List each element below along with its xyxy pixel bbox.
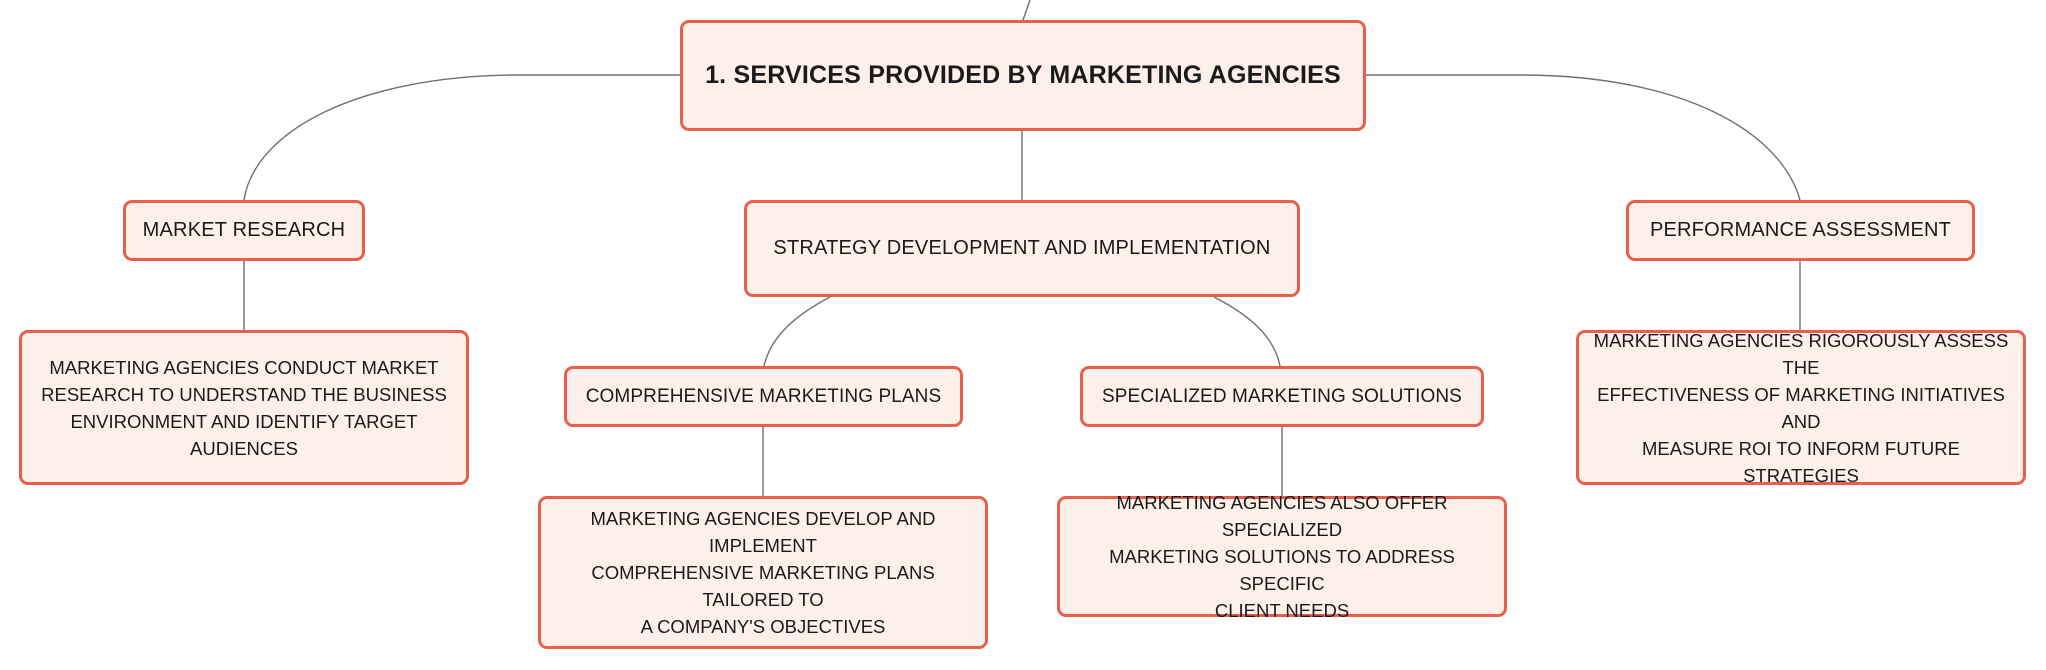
detail-line: ENVIRONMENT AND IDENTIFY TARGET AUDIENCE…: [70, 410, 418, 459]
specialized-solutions-label: SPECIALIZED MARKETING SOLUTIONS: [1102, 385, 1462, 407]
comprehensive-plans-detail-node[interactable]: MARKETING AGENCIES DEVELOP AND IMPLEMENT…: [538, 496, 988, 649]
connector-root-to-market-research: [243, 74, 680, 201]
comprehensive-plans-label: COMPREHENSIVE MARKETING PLANS: [585, 385, 942, 407]
connector-strategy-to-specialized: [1213, 296, 1281, 367]
connector-from-parent: [1022, 0, 1031, 21]
detail-line: MARKETING AGENCIES DEVELOP AND IMPLEMENT: [590, 508, 936, 556]
market-research-node[interactable]: MARKET RESEARCH: [123, 200, 365, 261]
performance-assessment-detail-text: MARKETING AGENCIES RIGOROUSLY ASSESS THE…: [1589, 327, 2013, 489]
connector-root-to-performance: [1366, 74, 1801, 201]
performance-assessment-label: PERFORMANCE ASSESSMENT: [1649, 219, 1952, 241]
market-research-label: MARKET RESEARCH: [142, 219, 346, 241]
connector-strategy-to-comprehensive: [763, 296, 831, 367]
detail-line: COMPREHENSIVE MARKETING PLANS TAILORED T…: [591, 562, 935, 610]
detail-line: CLIENT NEEDS: [1214, 600, 1350, 621]
market-research-detail-node[interactable]: MARKETING AGENCIES CONDUCT MARKET RESEAR…: [19, 330, 469, 485]
detail-line: MARKETING AGENCIES CONDUCT MARKET: [49, 356, 439, 378]
strategy-development-node[interactable]: STRATEGY DEVELOPMENT AND IMPLEMENTATION: [744, 200, 1300, 297]
detail-line: MARKETING SOLUTIONS TO ADDRESS SPECIFIC: [1109, 546, 1455, 594]
specialized-solutions-detail-node[interactable]: MARKETING AGENCIES ALSO OFFER SPECIALIZE…: [1057, 492, 1507, 621]
detail-line: MARKETING AGENCIES RIGOROUSLY ASSESS THE: [1593, 329, 2009, 378]
market-research-detail-text: MARKETING AGENCIES CONDUCT MARKET RESEAR…: [32, 354, 456, 462]
strategy-development-label: STRATEGY DEVELOPMENT AND IMPLEMENTATION: [773, 237, 1271, 259]
performance-assessment-detail-node[interactable]: MARKETING AGENCIES RIGOROUSLY ASSESS THE…: [1576, 330, 2026, 486]
root-node[interactable]: 1. SERVICES PROVIDED BY MARKETING AGENCI…: [680, 20, 1366, 131]
performance-assessment-node[interactable]: PERFORMANCE ASSESSMENT: [1626, 200, 1975, 261]
specialized-solutions-detail-text: MARKETING AGENCIES ALSO OFFER SPECIALIZE…: [1070, 489, 1494, 624]
specialized-solutions-node[interactable]: SPECIALIZED MARKETING SOLUTIONS: [1080, 366, 1484, 427]
detail-line: RESEARCH TO UNDERSTAND THE BUSINESS: [41, 383, 447, 405]
detail-line: A COMPANY'S OBJECTIVES: [640, 616, 886, 637]
detail-line: EFFECTIVENESS OF MARKETING INITIATIVES A…: [1597, 383, 2005, 432]
root-node-label: 1. SERVICES PROVIDED BY MARKETING AGENCI…: [705, 61, 1341, 89]
comprehensive-plans-node[interactable]: COMPREHENSIVE MARKETING PLANS: [564, 366, 963, 427]
comprehensive-plans-detail-text: MARKETING AGENCIES DEVELOP AND IMPLEMENT…: [551, 505, 975, 640]
detail-line: MEASURE ROI TO INFORM FUTURE STRATEGIES: [1642, 437, 1960, 486]
detail-line: MARKETING AGENCIES ALSO OFFER SPECIALIZE…: [1116, 492, 1448, 540]
